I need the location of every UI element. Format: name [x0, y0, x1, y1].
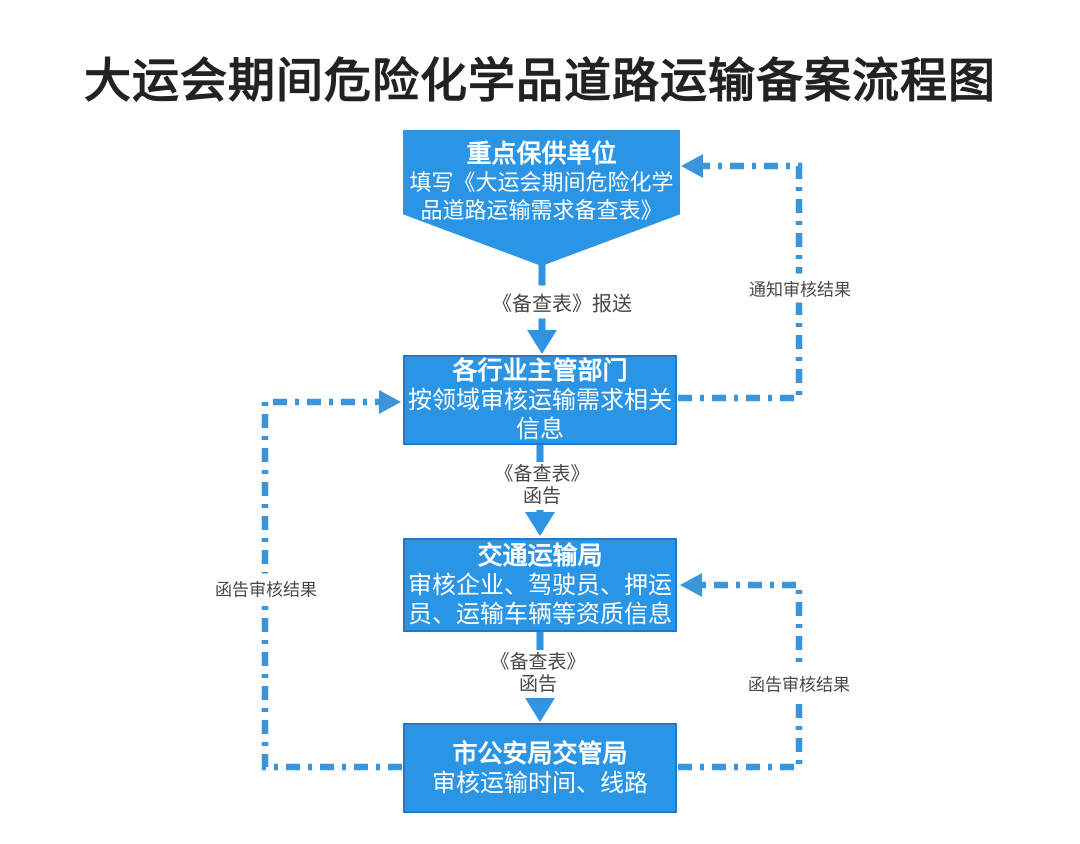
page-title: 大运会期间危险化学品道路运输备案流程图	[84, 54, 996, 107]
edge-label-line: 《备查表》	[494, 464, 590, 485]
edge-label-line: 函告	[518, 674, 558, 695]
node-body: 按领域审核运输需求相关 信息	[405, 386, 675, 444]
edge-label-reply-review-result-right: 函告审核结果	[743, 668, 855, 698]
node-body-line: 信息	[516, 416, 564, 443]
node-title: 市公安局交管局	[452, 739, 628, 768]
node-title: 重点保供单位	[466, 140, 617, 168]
node-traffic-police-bureau: 市公安局交管局 审核运输时间、线路	[403, 723, 677, 813]
node-title: 各行业主管部门	[452, 357, 628, 385]
dashed-arrow-notify-review-result	[678, 154, 803, 402]
node-title: 交通运输局	[477, 542, 603, 570]
node-body: 审核企业、驾驶员、押运 员、运输车辆等资质信息	[405, 571, 675, 629]
node-body-line: 员、运输车辆等资质信息	[408, 601, 672, 628]
node-body-line: 审核企业、驾驶员、押运	[408, 572, 672, 599]
edge-label-reply-review-result-left: 函告审核结果	[210, 573, 322, 603]
edge-label-submit: 《备查表》报送	[487, 285, 637, 319]
node-body-line: 填写《大运会期间危险化学	[409, 170, 674, 195]
node-body-line: 审核运输时间、线路	[432, 769, 648, 797]
edge-label-letter-to-police: 《备查表》 函告	[485, 650, 591, 698]
edge-label-line: 《备查表》	[490, 652, 586, 673]
edge-label-notify-review-result: 通知审核结果	[744, 273, 856, 303]
node-body-line: 品道路运输需求备查表》	[420, 198, 663, 223]
edge-label-line: 函告	[522, 486, 562, 507]
node-body: 填写《大运会期间危险化学 品道路运输需求备查表》	[403, 169, 680, 225]
node-transport-bureau: 交通运输局 审核企业、驾驶员、押运 员、运输车辆等资质信息	[403, 538, 677, 632]
node-industry-authorities: 各行业主管部门 按领域审核运输需求相关 信息	[403, 355, 677, 445]
edge-label-letter-to-transport: 《备查表》 函告	[489, 462, 595, 510]
node-body-line: 按领域审核运输需求相关	[408, 387, 672, 414]
node-body: 审核运输时间、线路	[405, 769, 675, 798]
